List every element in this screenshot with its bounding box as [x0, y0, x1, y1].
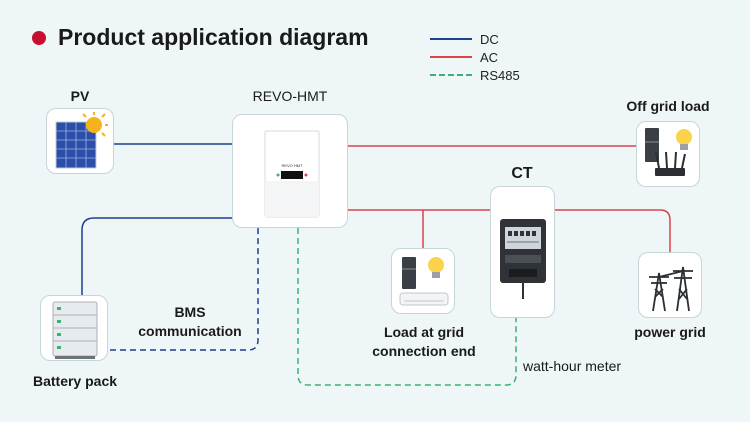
bms-label-line2: communication — [138, 323, 242, 339]
power-tower-icon — [649, 266, 693, 312]
legend-label-rs485: RS485 — [480, 67, 520, 83]
legend-label-dc: DC — [480, 31, 499, 47]
off-grid-load-label: Off grid load — [626, 98, 710, 114]
inverter-label: REVO-HMT — [252, 88, 328, 104]
battery-stack-icon — [52, 301, 98, 359]
legend-item-ac: AC — [430, 48, 520, 66]
fridge-bulb-router-icon — [645, 128, 692, 176]
ac-line-powergrid — [555, 209, 671, 252]
grid-load-node — [391, 248, 455, 314]
solar-panel-sun-icon — [55, 112, 108, 169]
bms-label-line1: BMS — [174, 304, 206, 320]
inverter-icon: REVO HMT — [264, 130, 320, 218]
rs485-line — [297, 228, 517, 386]
battery-node — [40, 295, 108, 361]
fridge-bulb-ac-icon — [399, 257, 449, 306]
power-grid-node — [638, 252, 702, 318]
battery-label: Battery pack — [32, 373, 118, 389]
legend-item-rs485: RS485 — [430, 66, 520, 84]
grid-load-label-line2: connection end — [372, 343, 476, 359]
title-text: Product application diagram — [58, 24, 369, 50]
title-bullet-icon — [32, 30, 46, 45]
legend-swatch-dc — [430, 38, 472, 40]
pv-label: PV — [70, 88, 90, 104]
ct-node — [490, 186, 555, 318]
grid-load-label-line1: Load at grid — [383, 324, 465, 340]
power-grid-label: power grid — [634, 324, 706, 340]
legend-label-ac: AC — [480, 49, 499, 65]
watt-hour-meter-icon — [500, 219, 546, 299]
legend: DC AC RS485 — [430, 30, 520, 84]
inverter-node: REVO HMT — [232, 114, 348, 228]
legend-swatch-ac — [430, 56, 472, 58]
pv-node — [46, 108, 114, 174]
ct-label: CT — [511, 165, 533, 182]
diagram-title: Product application diagram — [32, 24, 369, 51]
legend-swatch-rs485 — [430, 74, 472, 76]
watt-hour-meter-label: watt-hour meter — [523, 358, 622, 374]
bms-line — [110, 228, 259, 351]
off-grid-load-node — [636, 121, 700, 187]
dc-line-battery — [81, 217, 232, 300]
inverter-screen-text: REVO HMT — [281, 163, 303, 168]
legend-item-dc: DC — [430, 30, 520, 48]
